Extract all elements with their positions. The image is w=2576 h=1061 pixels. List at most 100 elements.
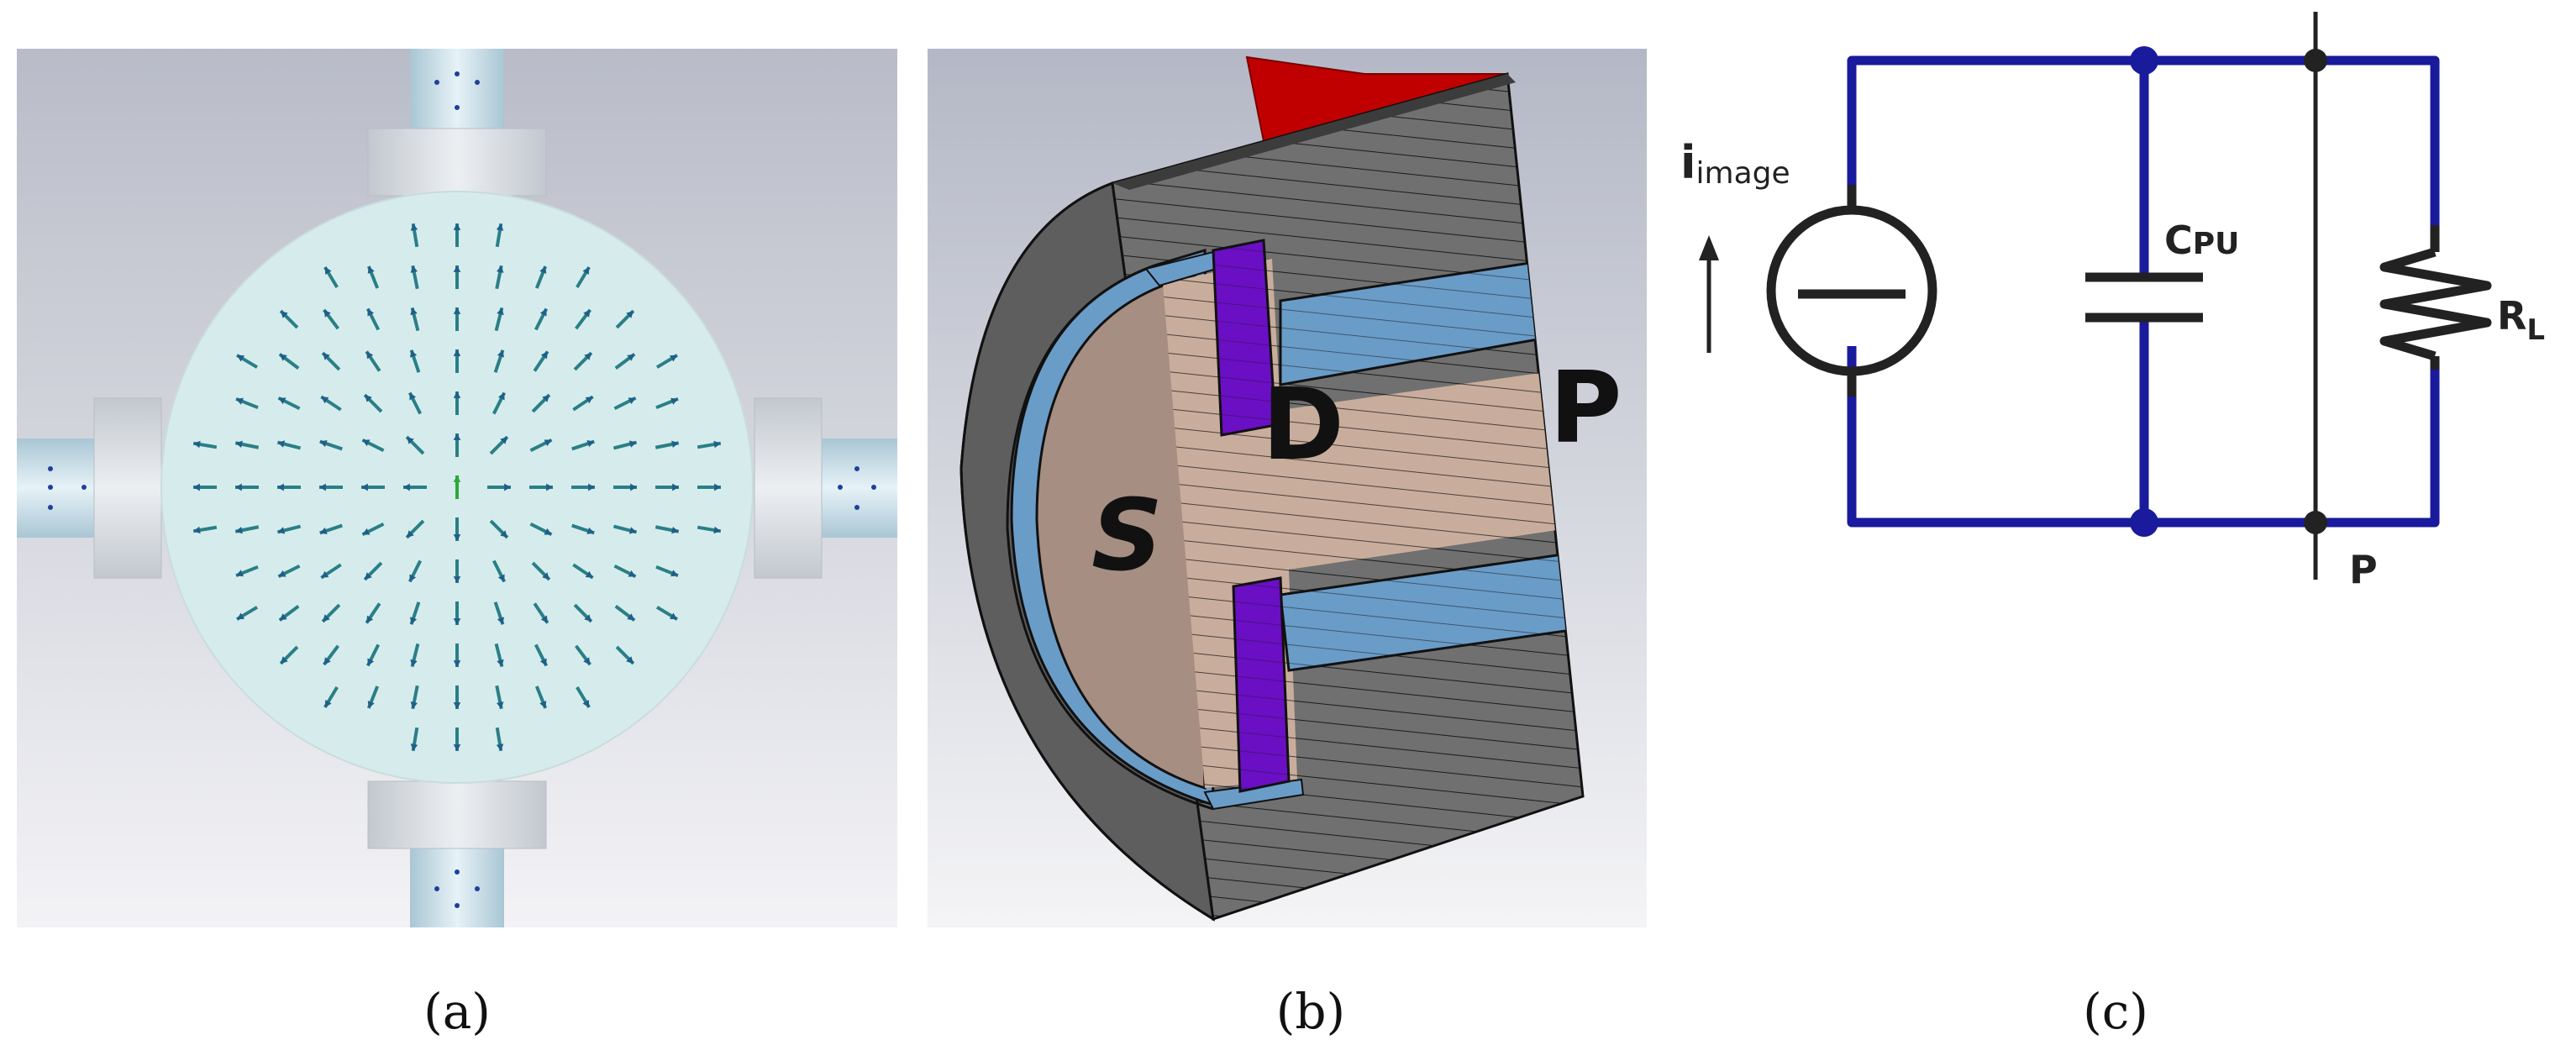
label-resistor: RL: [2497, 293, 2545, 347]
field-arrow: [492, 391, 507, 415]
field-arrow: [613, 564, 637, 579]
field-arrow: [494, 643, 504, 668]
port-field-dot: [455, 105, 460, 110]
field-arrow: [234, 525, 260, 534]
field-arrow: [365, 602, 381, 624]
field-arrow: [235, 397, 259, 410]
equivalent-circuit-svg: iimage CPU RL P: [1680, 12, 2545, 592]
field-arrow: [533, 350, 549, 372]
field-arrow: [405, 435, 425, 455]
field-arrow: [235, 483, 259, 491]
node-bottom-tap: [2304, 511, 2327, 534]
field-arrow: [453, 391, 461, 415]
field-arrow: [697, 525, 722, 534]
beam-pipe-left: [17, 397, 162, 579]
field-arrow: [453, 265, 461, 289]
field-arrow: [276, 524, 302, 534]
label-current: iimage: [1680, 136, 1790, 191]
field-arrow: [571, 523, 595, 535]
field-arrow: [410, 265, 419, 290]
field-arrow: [529, 483, 553, 491]
field-arrow: [489, 435, 509, 455]
field-arrow: [277, 396, 301, 411]
field-arrow: [365, 350, 381, 372]
field-arrow: [574, 308, 592, 330]
beam-pipe-top: [367, 49, 547, 197]
field-arrows: [48, 71, 876, 908]
caption-a: (a): [423, 983, 491, 1040]
field-arrow: [361, 438, 385, 453]
field-arrow: [531, 561, 551, 581]
pickup-arms: [1279, 257, 1583, 672]
field-arrow: [193, 483, 217, 491]
field-arrow: [410, 643, 420, 668]
field-arrow: [321, 351, 341, 371]
field-arrow: [453, 685, 461, 709]
port-field-dot: [48, 466, 53, 471]
field-arrow: [319, 483, 343, 491]
caption-c: (c): [2083, 983, 2148, 1040]
field-arrow: [405, 519, 425, 539]
field-arrow: [492, 559, 507, 583]
field-arrow: [493, 601, 505, 625]
field-arrow: [235, 354, 259, 369]
field-arrow: [576, 265, 591, 289]
field-arrow: [407, 391, 423, 415]
field-arrow: [534, 265, 548, 289]
field-arrow: [655, 354, 679, 369]
field-arrow: [453, 349, 461, 373]
field-arrow: [574, 644, 592, 666]
field-arrow: [361, 522, 385, 537]
field-arrow: [697, 440, 722, 449]
field-arrow: [489, 519, 509, 539]
field-arrow: [614, 604, 636, 622]
field-arrow: [278, 604, 300, 622]
field-arrow: [531, 393, 551, 413]
field-arrow: [615, 309, 635, 329]
field-arrow: [613, 396, 637, 411]
field-arrow: [453, 559, 461, 583]
field-arrow: [614, 353, 636, 370]
port-field-dot: [455, 71, 460, 76]
field-arrow: [453, 517, 461, 541]
field-arrow: [572, 563, 594, 580]
field-arrow: [655, 483, 679, 491]
field-arrow: [235, 565, 259, 578]
field-arrow: [366, 685, 380, 709]
field-arrow: [366, 265, 380, 289]
field-arrow: [323, 685, 339, 709]
field-arrow: [276, 440, 302, 450]
field-arrow: [323, 265, 339, 289]
field-arrow: [453, 307, 461, 331]
field-arrow: [493, 349, 505, 373]
port-field-dot: [81, 485, 87, 490]
beam-pipe-bottom: [367, 780, 547, 927]
field-arrow: [234, 440, 260, 449]
field-arrow: [361, 483, 385, 491]
field-arrow: [363, 561, 383, 581]
current-source: [1766, 185, 1937, 397]
port-field-dot: [455, 903, 460, 908]
field-arrow: [409, 349, 421, 373]
label-dielectric: D: [1262, 366, 1344, 482]
port-field-dot: [455, 869, 460, 875]
field-arrow: [410, 727, 419, 752]
field-arrow: [655, 606, 679, 621]
field-arrow: [572, 395, 594, 412]
field-arrow: [615, 645, 635, 665]
field-arrow: [533, 602, 549, 624]
node-top-cap: [2130, 46, 2158, 75]
port-field-dot: [48, 485, 53, 490]
circuit-wires: [1847, 55, 2440, 528]
cross-section-svg: S D P: [928, 49, 1647, 927]
field-arrow: [529, 522, 553, 537]
field-arrow: [319, 439, 343, 451]
field-arrow: [365, 307, 381, 331]
field-arrow: [319, 523, 343, 535]
port-field-dot: [838, 485, 843, 490]
field-arrow: [573, 603, 593, 623]
field-arrow: [655, 440, 680, 449]
panel-b-cross-section: S D P: [928, 49, 1647, 927]
field-arrow: [571, 483, 595, 491]
field-arrow: [612, 524, 638, 534]
